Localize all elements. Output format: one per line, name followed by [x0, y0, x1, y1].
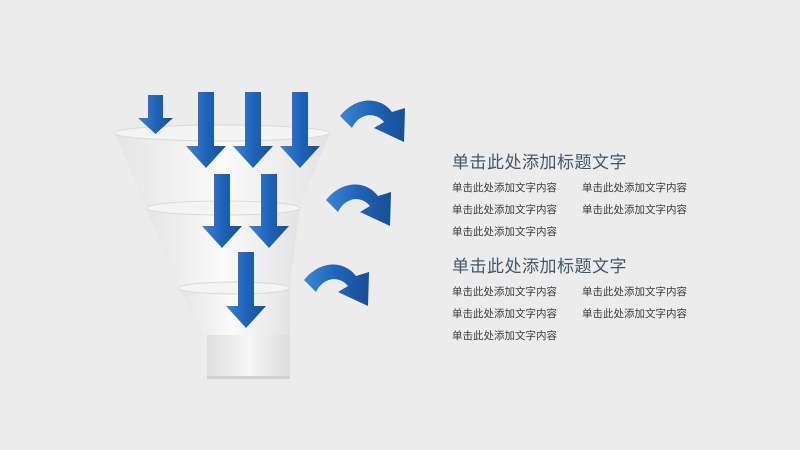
- funnel-tier-3-rim: [177, 281, 291, 295]
- block-title[interactable]: 单击此处添加标题文字: [452, 257, 627, 277]
- stage-3-input-arrows: [226, 252, 266, 328]
- text-item[interactable]: 单击此处添加文字内容: [582, 308, 687, 320]
- down-arrow: [233, 92, 273, 168]
- text-item[interactable]: 单击此处添加文字内容: [582, 204, 687, 216]
- text-item[interactable]: 单击此处添加文字内容: [452, 226, 557, 238]
- funnel-spout-shadow: [207, 376, 290, 379]
- stage-1-output-arrow: [340, 100, 405, 142]
- down-arrow: [186, 92, 226, 168]
- stage-2-output-arrow: [326, 184, 391, 226]
- text-item[interactable]: 单击此处添加文字内容: [452, 286, 557, 298]
- down-arrow: [249, 174, 289, 248]
- block-items: 单击此处添加文字内容 单击此处添加文字内容 单击此处添加文字内容 单击此处添加文…: [452, 181, 752, 239]
- text-item[interactable]: 单击此处添加文字内容: [452, 308, 557, 320]
- text-item[interactable]: 单击此处添加文字内容: [452, 204, 557, 216]
- block-title[interactable]: 单击此处添加标题文字: [452, 153, 627, 173]
- text-item[interactable]: 单击此处添加文字内容: [582, 182, 687, 194]
- down-arrow: [138, 95, 173, 134]
- text-item[interactable]: 单击此处添加文字内容: [582, 286, 687, 298]
- funnel-spout: [207, 335, 290, 378]
- down-arrow: [202, 174, 242, 248]
- funnel-tier-1-rim: [113, 124, 331, 142]
- stage-3-output-arrow: [304, 264, 369, 306]
- curved-arrow: [340, 100, 405, 142]
- block-items: 单击此处添加文字内容 单击此处添加文字内容 单击此处添加文字内容 单击此处添加文…: [452, 285, 752, 343]
- curved-arrow: [326, 184, 391, 226]
- text-item[interactable]: 单击此处添加文字内容: [452, 182, 557, 194]
- text-block-2: 单击此处添加标题文字 单击此处添加文字内容 单击此处添加文字内容 单击此处添加文…: [452, 252, 752, 343]
- stage-2-input-arrows: [202, 174, 289, 248]
- text-item[interactable]: 单击此处添加文字内容: [452, 330, 557, 342]
- curved-arrow: [304, 264, 369, 306]
- stage-1-input-arrows: [138, 92, 320, 168]
- down-arrow: [280, 92, 320, 168]
- text-block-1: 单击此处添加标题文字 单击此处添加文字内容 单击此处添加文字内容 单击此处添加文…: [452, 148, 752, 239]
- down-arrow: [226, 252, 266, 328]
